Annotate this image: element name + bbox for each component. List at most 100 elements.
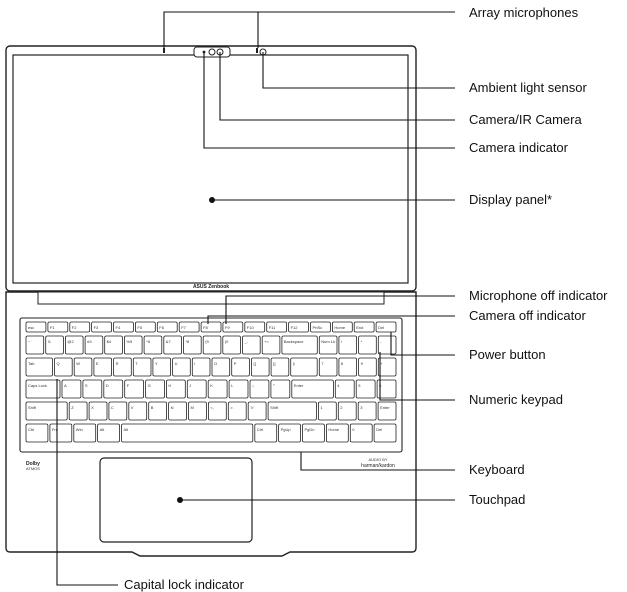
keyboard-key[interactable] <box>132 357 152 377</box>
keyboard-key[interactable] <box>152 357 171 377</box>
keyboard-key[interactable] <box>358 335 377 355</box>
keyboard-key[interactable] <box>281 335 318 355</box>
keyboard-key[interactable] <box>353 321 375 333</box>
keyboard-key[interactable] <box>47 321 69 333</box>
keyboard-key[interactable] <box>373 423 397 443</box>
keyboard-key[interactable] <box>191 357 211 377</box>
keyboard-key[interactable] <box>88 401 108 421</box>
keyboard-key[interactable] <box>65 335 84 355</box>
keyboard-key[interactable] <box>61 379 82 399</box>
keyboard-key[interactable] <box>278 423 301 443</box>
keyboard-key[interactable] <box>267 401 317 421</box>
keyboard-key[interactable] <box>69 321 91 333</box>
keyboard-key[interactable] <box>68 401 88 421</box>
keyboard-key[interactable] <box>156 321 178 333</box>
keyboard-key[interactable] <box>376 379 397 399</box>
keyboard-key[interactable] <box>186 379 207 399</box>
keyboard-key[interactable] <box>207 401 227 421</box>
keyboard-key[interactable] <box>261 335 281 355</box>
keyboard-key[interactable] <box>97 423 120 443</box>
keyboard-key[interactable] <box>247 401 267 421</box>
keyboard-key[interactable] <box>93 357 113 377</box>
keyboard-key[interactable] <box>25 423 49 443</box>
key-label: O <box>214 361 217 366</box>
keyboard-key[interactable] <box>377 335 397 355</box>
key-label: F2 <box>72 325 77 330</box>
keyboard-key[interactable] <box>148 401 167 421</box>
keyboard-key[interactable] <box>172 357 191 377</box>
keyboard-key[interactable] <box>377 357 397 377</box>
keyboard-key[interactable] <box>91 321 112 333</box>
keyboard-key[interactable] <box>178 321 200 333</box>
keyboard-key[interactable] <box>207 379 228 399</box>
keyboard-key[interactable] <box>54 357 73 377</box>
keyboard-key[interactable] <box>104 335 123 355</box>
keyboard-key[interactable] <box>288 321 309 333</box>
keyboard-key[interactable] <box>331 321 353 333</box>
keyboard-key[interactable] <box>25 335 45 355</box>
keyboard-key[interactable] <box>128 401 148 421</box>
key-label: 9 <box>361 361 364 366</box>
keyboard-key[interactable] <box>200 321 222 333</box>
keyboard-key[interactable] <box>227 401 247 421</box>
keyboard-key[interactable] <box>25 357 53 377</box>
keyboard-key[interactable] <box>113 321 134 333</box>
keyboard-key[interactable] <box>84 335 104 355</box>
keyboard-key[interactable] <box>317 401 337 421</box>
keyboard-key[interactable] <box>73 423 97 443</box>
key-label: <, <box>210 405 213 410</box>
keyboard-key[interactable] <box>121 423 254 443</box>
keyboard-key[interactable] <box>302 423 325 443</box>
keyboard-key[interactable] <box>168 401 187 421</box>
keyboard-key[interactable] <box>254 423 278 443</box>
keyboard-key[interactable] <box>242 335 261 355</box>
keyboard-key[interactable] <box>49 423 73 443</box>
keyboard-key[interactable] <box>291 379 334 399</box>
keyboard-key[interactable] <box>82 379 103 399</box>
keyboard-key[interactable] <box>145 379 165 399</box>
keyboard-key[interactable] <box>165 379 186 399</box>
keyboard-key[interactable] <box>108 401 128 421</box>
keyboard-key[interactable] <box>270 357 290 377</box>
keyboard-key[interactable] <box>310 321 331 333</box>
keyboard-key[interactable] <box>325 423 349 443</box>
keyboard-key[interactable] <box>349 423 373 443</box>
keyboard-key[interactable] <box>183 335 202 355</box>
keyboard-key[interactable] <box>211 357 231 377</box>
keyboard-key[interactable] <box>270 379 291 399</box>
keyboard-key[interactable] <box>318 357 338 377</box>
keyboard-key[interactable] <box>358 357 377 377</box>
keyboard-key[interactable] <box>25 379 61 399</box>
keyboard-key[interactable] <box>249 379 270 399</box>
keyboard-key[interactable] <box>318 335 338 355</box>
keyboard-key[interactable] <box>45 335 64 355</box>
keyboard-key[interactable] <box>124 379 144 399</box>
keyboard-key[interactable] <box>202 335 222 355</box>
keyboard-key[interactable] <box>163 335 182 355</box>
keyboard-key[interactable] <box>337 401 357 421</box>
keyboard-key[interactable] <box>222 321 244 333</box>
keyboard-key[interactable] <box>377 401 397 421</box>
keyboard-key[interactable] <box>113 357 132 377</box>
keyboard-key[interactable] <box>266 321 288 333</box>
keyboard-key[interactable] <box>244 321 266 333</box>
keyboard-key[interactable] <box>124 335 143 355</box>
keyboard-key[interactable] <box>143 335 163 355</box>
keyboard-key[interactable] <box>334 379 355 399</box>
keyboard-key[interactable] <box>375 321 397 333</box>
keyboard-key[interactable] <box>231 357 250 377</box>
keyboard-key[interactable] <box>228 379 249 399</box>
keyboard-key[interactable] <box>357 401 377 421</box>
keyboard-key[interactable] <box>134 321 156 333</box>
keyboard-key[interactable] <box>222 335 241 355</box>
keyboard-key[interactable] <box>250 357 270 377</box>
keyboard-key[interactable] <box>188 401 207 421</box>
keyboard-key[interactable] <box>355 379 376 399</box>
keyboard-key[interactable] <box>73 357 93 377</box>
keyboard-key[interactable] <box>338 357 357 377</box>
keyboard-key[interactable] <box>25 321 47 333</box>
keyboard-key[interactable] <box>103 379 124 399</box>
keyboard-key[interactable] <box>290 357 318 377</box>
brand-label: ASUS Zenbook <box>193 284 229 290</box>
keyboard-key[interactable] <box>338 335 357 355</box>
